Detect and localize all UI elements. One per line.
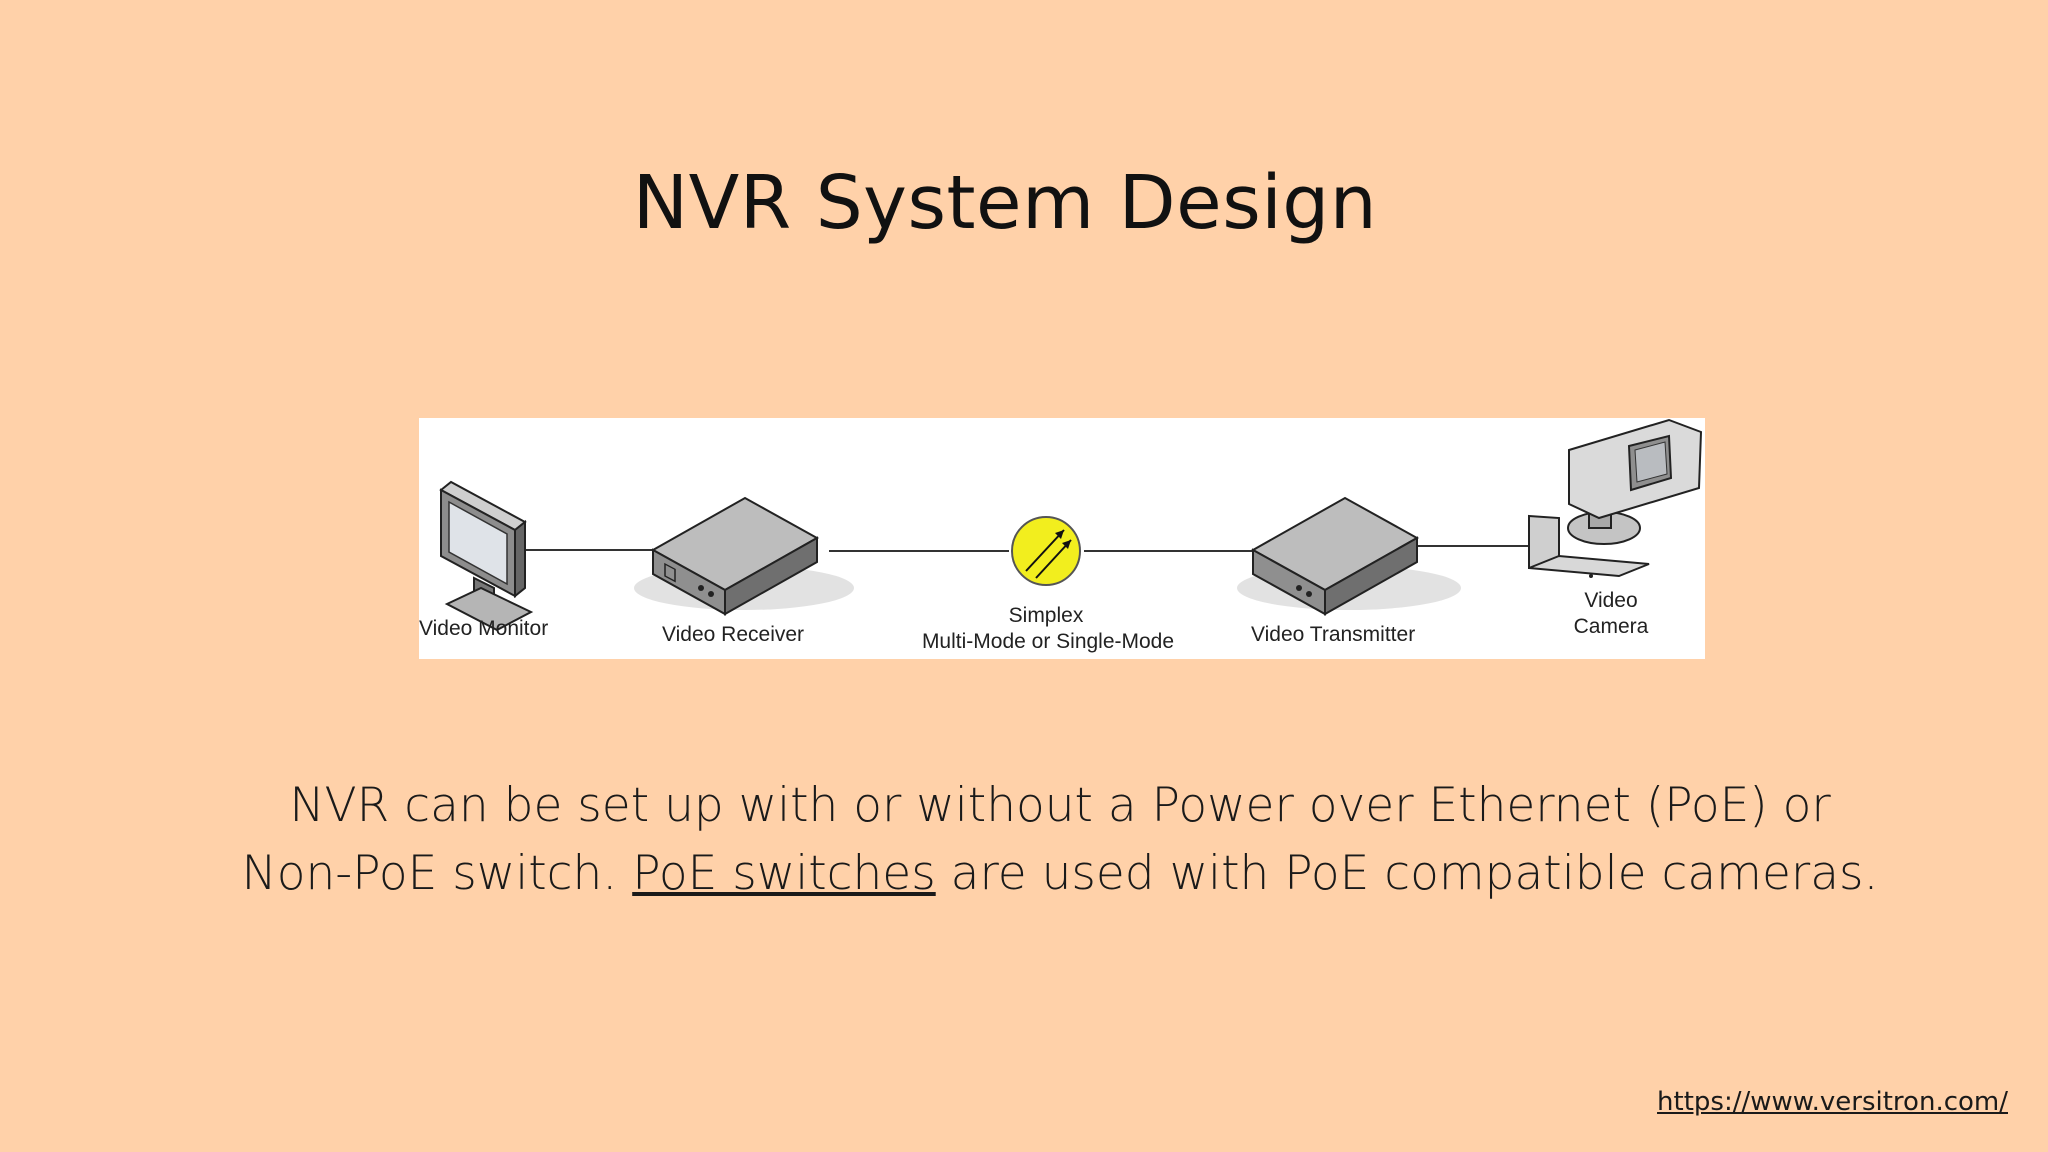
monitor-icon	[439, 480, 534, 632]
transmitter-box-icon	[1237, 496, 1461, 616]
poe-switches-link[interactable]: PoE switches	[632, 846, 936, 901]
receiver-box-icon	[634, 496, 854, 616]
footer-url-link[interactable]: https://www.versitron.com/	[1657, 1087, 2008, 1117]
nvr-connection-diagram: Video Monitor Video Receiver Simplex Mul…	[419, 418, 1705, 659]
label-video-monitor: Video Monitor	[419, 617, 548, 640]
body-line-2-suffix: are used with PoE compatible cameras.	[935, 846, 1879, 901]
slide-body-text: NVR can be set up with or without a Powe…	[200, 772, 1920, 908]
camera-icon	[1528, 418, 1703, 578]
label-video-receiver: Video Receiver	[662, 623, 804, 646]
label-camera: Camera	[1574, 615, 1649, 638]
label-video-transmitter: Video Transmitter	[1251, 623, 1415, 646]
slide-title: NVR System Design	[632, 160, 1378, 246]
connection-lines	[519, 545, 1529, 552]
label-multimode: Multi-Mode or Single-Mode	[922, 630, 1174, 653]
body-line-2-prefix: Non-PoE switch.	[241, 846, 633, 901]
body-line-2: Non-PoE switch. PoE switches are used wi…	[200, 840, 1920, 908]
label-simplex: Simplex	[1009, 604, 1084, 627]
body-line-1: NVR can be set up with or without a Powe…	[289, 778, 1831, 833]
fiber-icon	[1011, 516, 1081, 586]
label-video: Video	[1584, 589, 1637, 612]
